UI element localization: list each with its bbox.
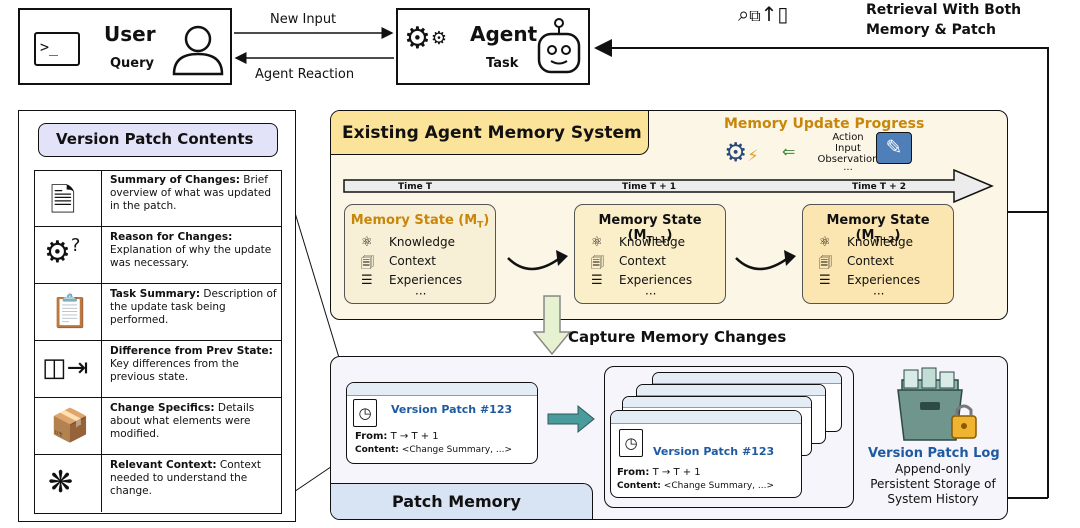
list-item: ⚙? Reason for Changes: Explanation of wh… [34, 227, 282, 284]
memory-system-title-tab [331, 111, 649, 155]
state-item: ··· [873, 287, 885, 301]
item-title: Summary of Changes [110, 174, 236, 186]
knowledge-icon: ⚛ [361, 235, 373, 250]
network-document-icon: ❋ [48, 465, 74, 500]
time-label: Time T + 1 [622, 182, 677, 192]
document-clock-icon: ◷ [619, 429, 643, 457]
timeline-arrow [343, 168, 994, 204]
agent-subtitle: Task [486, 56, 519, 71]
terminal-icon: >_ [34, 32, 80, 66]
patch-title: Version Patch #123 [391, 403, 513, 416]
user-title: User [104, 22, 156, 46]
arrows-user-agent [234, 27, 394, 64]
agent-box: ⚙⚙ Agent Task [396, 8, 590, 85]
box-download-icon: 📦 [50, 406, 90, 444]
append-arrow [547, 404, 595, 434]
patch-contents-list [34, 170, 282, 514]
state-item: Context [847, 254, 895, 268]
time-label: Time T + 2 [852, 182, 907, 192]
context-icon: 🗐 [591, 256, 604, 271]
log-description: Append-only Persistent Storage of System… [870, 462, 996, 506]
state-item: Experiences [619, 273, 693, 287]
capture-label: Capture Memory Changes [568, 328, 787, 346]
state-item: Context [389, 254, 437, 268]
state-item: Knowledge [389, 235, 455, 249]
state-item: Experiences [847, 273, 921, 287]
user-box: >_ User Query [18, 8, 232, 85]
item-desc: Key differences from the previous state. [110, 358, 239, 383]
item-title: Task Summary [110, 288, 196, 300]
item-desc: Context needed to understand the change. [110, 459, 262, 497]
experiences-icon: ☰ [591, 273, 603, 288]
retrieval-icons: ⌕⧉↑▯ [738, 2, 789, 26]
memory-system-title: Existing Agent Memory System [342, 123, 642, 143]
list-item: 🗎 Summary of Changes: Brief overview of … [34, 170, 282, 227]
time-label: Time T [398, 182, 432, 192]
progress-title: Memory Update Progress [724, 116, 925, 132]
item-title: Change Specifics [110, 402, 211, 414]
state-item: Experiences [389, 273, 463, 287]
archive-lock-icon [897, 367, 977, 441]
patch-memory-title: Patch Memory [392, 492, 521, 511]
capture-down-arrow [532, 295, 572, 356]
pencil-edit-icon: ✎ [876, 132, 912, 164]
experiences-icon: ☰ [819, 273, 831, 288]
patch-title: Version Patch #123 [653, 445, 775, 458]
knowledge-icon: ⚛ [819, 235, 831, 250]
patch-card: ◷ Version Patch #123 From: T → T + 1 Con… [346, 382, 538, 464]
item-desc: Explanation of why the update was necess… [110, 244, 272, 269]
item-desc: Description of the update task being per… [110, 288, 277, 326]
document-edit-icon: 🗎 [50, 181, 76, 219]
experiences-icon: ☰ [361, 273, 373, 288]
gears-icon: ⚙⚙ [404, 21, 448, 56]
progress-gears-icon: ⚙⚡ [724, 138, 759, 168]
person-icon [172, 25, 224, 76]
new-input-label: New Input [270, 12, 337, 27]
patch-contents-panel [18, 110, 296, 522]
gear-question-icon: ⚙? [44, 235, 81, 270]
patch-stack-frame [604, 366, 854, 508]
context-icon: 🗐 [819, 256, 832, 271]
memory-state-card: Memory State (MT+1) ⚛Knowledge 🗐Context … [574, 204, 726, 304]
document-clock-icon: ◷ [353, 399, 377, 427]
memory-state-card: Memory State (MT) ⚛Knowledge 🗐Context ☰E… [344, 204, 496, 304]
list-item: 📦 Change Specifics: Details about what e… [34, 398, 282, 455]
item-title: Reason for Changes [110, 231, 229, 243]
patch-card-front: ◷ Version Patch #123 From: T → T + 1 Con… [610, 410, 802, 498]
user-subtitle: Query [110, 56, 155, 71]
knowledge-icon: ⚛ [591, 235, 603, 250]
agent-title: Agent [470, 22, 538, 46]
state-item: ··· [645, 287, 657, 301]
patch-contents-title-box [38, 123, 278, 157]
state-item: Context [619, 254, 667, 268]
list-item: 📋 Task Summary: Description of the updat… [34, 284, 282, 341]
left-arrow-icon: ⇐ [782, 142, 796, 161]
list-item: ❋ Relevant Context: Context needed to un… [34, 455, 282, 512]
item-title: Relevant Context [110, 459, 213, 471]
list-item: ◫⇥ Difference from Prev State: Key diffe… [34, 341, 282, 398]
clipboard-check-icon: 📋 [50, 292, 90, 330]
state-item: ··· [415, 287, 427, 301]
item-desc: Brief overview of what was updated in th… [110, 174, 272, 212]
patch-contents-title: Version Patch Contents [56, 130, 254, 148]
context-icon: 🗐 [361, 256, 374, 271]
item-desc: Details about what elements were modifie… [110, 402, 255, 440]
retrieval-label: Retrieval With Both Memory & Patch [866, 2, 1022, 38]
state-item: Knowledge [619, 235, 685, 249]
log-title: Version Patch Log [868, 446, 1000, 461]
progress-items: Action Input Observation ··· [817, 132, 879, 176]
item-title: Difference from Prev State [110, 345, 269, 357]
memory-state-card: Memory State (MT+2) ⚛Knowledge 🗐Context … [802, 204, 954, 304]
state-item: Knowledge [847, 235, 913, 249]
agent-reaction-label: Agent Reaction [255, 67, 355, 82]
patch-memory-title-tab [331, 483, 593, 519]
robot-icon [537, 18, 581, 74]
compare-icon: ◫⇥ [42, 353, 89, 383]
